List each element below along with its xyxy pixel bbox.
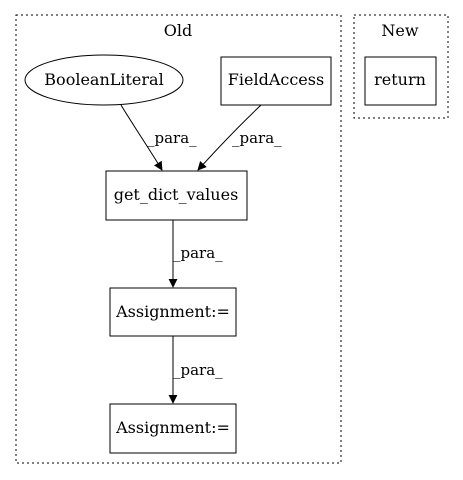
cluster-new-border — [353, 14, 449, 119]
edge-boolean-to-get-dict-label: _para_ — [147, 129, 197, 147]
node-assignment-2-label: Assignment:= — [115, 418, 230, 437]
edge-field-to-get-dict-line — [197, 104, 262, 171]
edge-assignment-1-to-assignment-2: _para_ — [168, 336, 223, 404]
node-get-dict-values-label: get_dict_values — [114, 185, 239, 204]
node-return-label: return — [374, 70, 426, 89]
node-assignment-2[interactable]: Assignment:= — [109, 403, 237, 454]
edge-boolean-to-get-dict: _para_ — [120, 104, 197, 171]
cluster-new-label: New — [381, 21, 418, 40]
edge-boolean-to-get-dict-line — [120, 104, 163, 171]
node-return[interactable]: return — [364, 56, 437, 106]
edge-field-to-get-dict-label: _para_ — [232, 129, 282, 147]
cluster-new: New — [353, 14, 449, 119]
node-assignment-1[interactable]: Assignment:= — [109, 287, 237, 337]
node-get-dict-values[interactable]: get_dict_values — [105, 170, 248, 221]
node-field-access-shape — [220, 56, 332, 106]
node-assignment-2-shape — [109, 403, 237, 454]
node-boolean-literal-label: BooleanLiteral — [44, 70, 163, 89]
node-boolean-literal-shape — [24, 54, 184, 106]
cluster-old-border — [15, 14, 342, 464]
cluster-old-label: Old — [164, 21, 192, 40]
cluster-old: Old — [15, 14, 342, 464]
edge-assignment-1-to-assignment-2-label: _para_ — [173, 361, 223, 379]
node-assignment-1-label: Assignment:= — [115, 302, 230, 321]
node-field-access-label: FieldAccess — [228, 70, 324, 89]
node-return-shape — [364, 56, 437, 106]
edge-get-dict-to-assignment-1: _para_ — [168, 220, 223, 288]
node-field-access[interactable]: FieldAccess — [220, 56, 332, 106]
edge-field-to-get-dict: _para_ — [197, 104, 282, 171]
node-boolean-literal[interactable]: BooleanLiteral — [24, 54, 184, 106]
edge-get-dict-to-assignment-1-label: _para_ — [173, 244, 223, 262]
node-get-dict-values-shape — [105, 170, 248, 221]
